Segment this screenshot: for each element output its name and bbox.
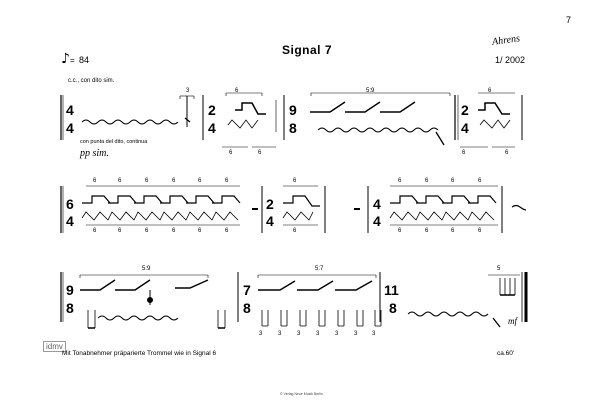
technique-instruction: con punta del dito, continua: [80, 139, 148, 145]
playing-annotation: c.c., con dito sim.: [68, 78, 115, 84]
tuplet-number: 5: [497, 266, 501, 272]
triplet-number: 3: [354, 331, 358, 337]
duration: ca.60': [497, 350, 515, 357]
tempo-value: 84: [79, 55, 90, 65]
tuplet-number: 6: [398, 178, 402, 184]
tuplet-number: 6: [172, 178, 176, 184]
tuplet-ratio: 5:7: [315, 266, 324, 272]
dynamic-marking: pp sim.: [80, 148, 109, 159]
triplet-number: 3: [316, 331, 320, 337]
time-signature-denominator: 8: [289, 120, 297, 136]
tuplet-number: 6: [145, 178, 149, 184]
triplet-number: 3: [335, 331, 339, 337]
triplet-number: 3: [297, 331, 301, 337]
tuplet-number: 6: [235, 88, 239, 94]
tuplet-number: 6: [198, 178, 202, 184]
tuplet-number: 6: [258, 150, 262, 156]
tuplet-number: 6: [478, 228, 482, 234]
tuplet-number: 6: [462, 150, 466, 156]
tuplet-number: 6: [451, 228, 455, 234]
tuplet-number: 6: [118, 228, 122, 234]
tuplet-ratio: 5:9: [142, 266, 151, 272]
tuplet-number: 6: [229, 150, 233, 156]
triplet-number: 3: [372, 331, 376, 337]
tuplet-number: 6: [93, 178, 97, 184]
page-number: 7: [566, 15, 572, 25]
tuplet-number: 6: [198, 228, 202, 234]
dynamic-marking: mf: [508, 316, 517, 326]
tempo-prefix: =: [70, 56, 75, 65]
tuplet-number: 6: [488, 88, 492, 94]
time-signature-numerator: 11: [384, 282, 399, 298]
time-signature-numerator: 2: [208, 102, 216, 118]
time-signature-numerator: 9: [66, 282, 74, 298]
tuplet-number: 6: [225, 178, 229, 184]
triplet-number: 3: [259, 331, 263, 337]
tuplet-number: 6: [398, 228, 402, 234]
tuplet-number: 6: [145, 228, 149, 234]
tuplet-number: 6: [225, 228, 229, 234]
time-signature-numerator: 4: [66, 102, 74, 118]
tuplet-ratio: 5:9: [366, 88, 375, 94]
time-signature-denominator: 4: [373, 213, 381, 229]
tuplet-number: 6: [118, 178, 122, 184]
time-signature-numerator: 6: [66, 196, 74, 212]
copyright: © Verlag Neue Musik Berlin: [280, 392, 323, 396]
time-signature-denominator: 4: [66, 213, 74, 229]
time-signature-numerator: 2: [266, 196, 274, 212]
time-signature-numerator: 4: [373, 196, 381, 212]
tuplet-number: 6: [293, 178, 297, 184]
time-signature-numerator: 9: [289, 102, 297, 118]
time-signature-denominator: 4: [66, 120, 74, 136]
composition-date: 1/ 2002: [495, 55, 526, 65]
time-signature-numerator: 7: [243, 282, 251, 298]
tuplet-number: 3: [186, 88, 190, 94]
eighth-note-icon: ♪: [61, 51, 70, 67]
tuplet-number: 6: [505, 150, 509, 156]
publisher-stamp: idmv: [43, 341, 66, 352]
tuplet-number: 6: [172, 228, 176, 234]
time-signature-denominator: 8: [243, 300, 251, 316]
tuplet-number: 6: [425, 228, 429, 234]
tuplet-number: 6: [93, 228, 97, 234]
time-signature-denominator: 4: [266, 213, 274, 229]
tuplet-number: 6: [451, 178, 455, 184]
footnote: Mit Tonabnehmer präparierte Trommel wie …: [62, 350, 217, 357]
triplet-number: 3: [278, 331, 282, 337]
tremolo-wave: [81, 119, 179, 125]
time-signature-denominator: 4: [208, 120, 216, 136]
time-signature-numerator: 2: [461, 102, 469, 118]
page-title: Signal 7: [282, 43, 333, 57]
time-signature-denominator: 8: [389, 300, 397, 316]
tuplet-number: 6: [478, 178, 482, 184]
time-signature-denominator: 4: [461, 120, 469, 136]
tuplet-number: 6: [425, 178, 429, 184]
tuplet-number: 6: [293, 228, 297, 234]
time-signature-denominator: 8: [66, 300, 74, 316]
